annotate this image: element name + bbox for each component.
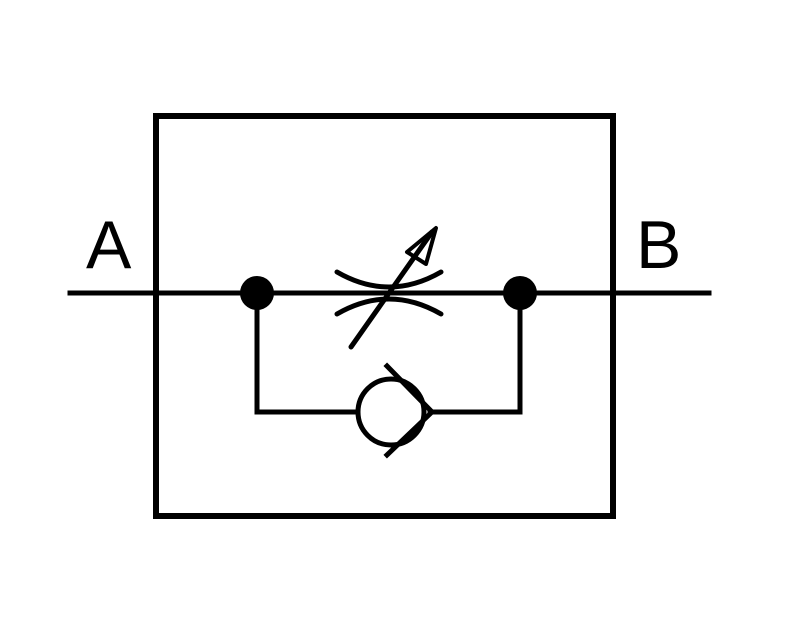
throttle-arc-top [334,269,444,290]
adjust-arrow-head-icon [405,226,438,266]
valve-enclosure [153,113,616,519]
check-valve [355,362,436,459]
adjustable-throttle [334,226,444,350]
junction-dot-right [503,276,537,310]
adjust-arrow-shaft [348,229,435,350]
port-label-b: B [636,207,681,283]
throttle-arc-bottom [334,296,444,317]
bypass-line [254,290,361,415]
port-label-a: A [86,207,132,283]
junction-dot-left [240,276,274,310]
check-valve-ball [355,376,427,448]
check-valve-seat [383,362,436,459]
